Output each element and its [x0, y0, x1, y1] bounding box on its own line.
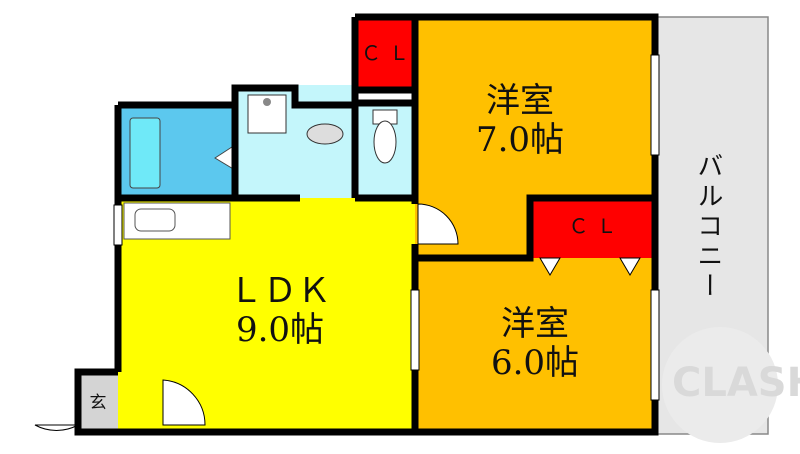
closet-2 [530, 198, 655, 258]
shoe-area [118, 375, 160, 432]
toilet-bowl [373, 120, 397, 164]
entrance-door-swing [34, 424, 79, 431]
sink [134, 208, 176, 232]
closet-1 [355, 17, 415, 90]
walls [74, 13, 659, 436]
bedroom-6-name: 洋室 [501, 304, 569, 344]
shoebox-door-swing [162, 379, 206, 426]
entrance-label: 玄 [89, 393, 107, 413]
ldk-size: 9.0帖 [235, 310, 325, 351]
closet-door-marker [619, 257, 641, 276]
closet-2-label: ＣＬ [568, 214, 625, 238]
watermark: CLASH [672, 360, 800, 406]
bedroom-6-floor [415, 258, 655, 432]
balcony-label: バルコニー [692, 152, 723, 302]
bedroom-6-size: 6.0帖 [490, 343, 580, 384]
bathtub [129, 117, 161, 189]
bedroom-7-label: 洋室 7.0帖 [430, 81, 610, 161]
ldk-name: ＬＤＫ [229, 271, 331, 311]
windows [113, 54, 660, 401]
entrance-floor [78, 372, 118, 432]
closet-door-marker [539, 257, 561, 276]
watermark-circle [662, 327, 778, 443]
drain-icon [263, 98, 271, 106]
ldk-door-swing [417, 203, 459, 245]
washbasin [306, 123, 344, 145]
bedroom-7-size: 7.0帖 [475, 120, 565, 161]
bedroom-7-name: 洋室 [486, 81, 554, 121]
closet-1-label: ＣＬ [361, 41, 417, 65]
ldk-label: ＬＤＫ 9.0帖 [180, 271, 380, 351]
bedroom-6-label: 洋室 6.0帖 [440, 304, 630, 384]
